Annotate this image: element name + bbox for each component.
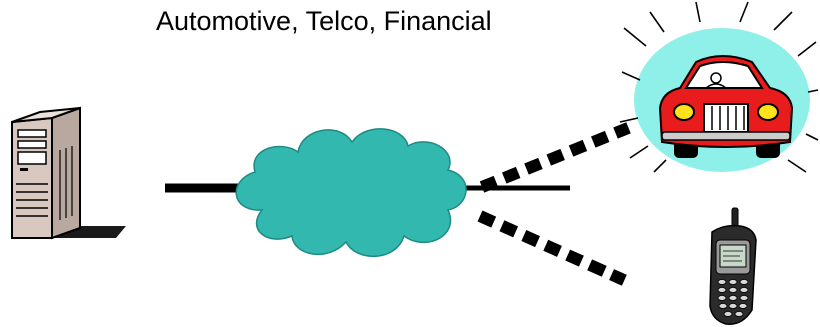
wireless-link-handset — [477, 210, 627, 286]
diagram-title: Automotive, Telco, Financial — [156, 6, 492, 36]
wireless-link-vehicle — [479, 122, 631, 193]
mobile-phone-icon — [709, 207, 757, 325]
car-icon — [619, 1, 819, 173]
server-tower-icon — [11, 106, 126, 240]
cloud-icon — [235, 128, 467, 257]
